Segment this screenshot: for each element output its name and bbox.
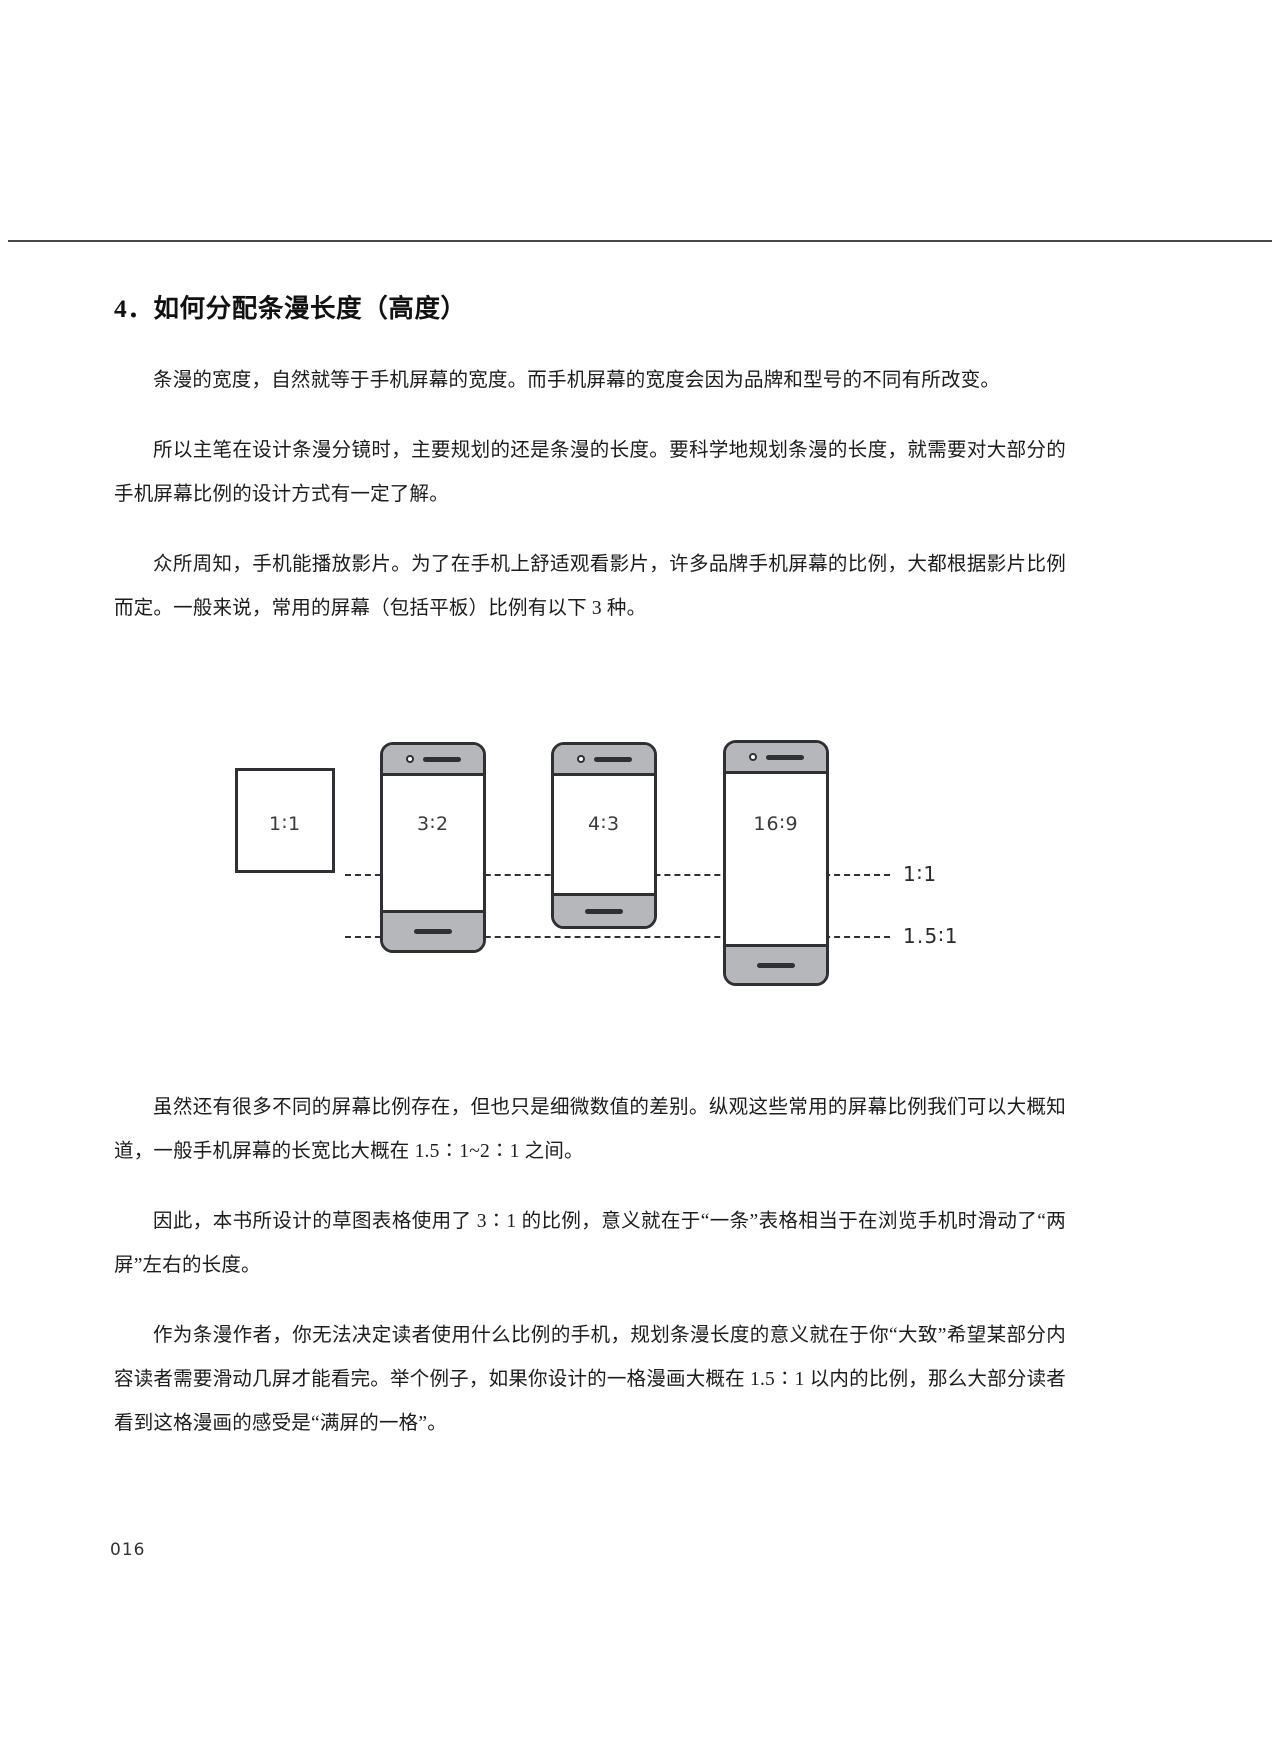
ratio-label-4-3: 4∶3	[587, 813, 621, 835]
lower-text-block: 虽然还有很多不同的屏幕比例存在，但也只是细微数值的差别。纵观这些常用的屏幕比例我…	[114, 1086, 1066, 1472]
guide-label-1-1: 1∶1	[903, 862, 938, 886]
phone-top-bezel	[726, 743, 826, 774]
guide-label-1-5-1: 1.5∶1	[903, 924, 959, 948]
phone-top-bezel	[554, 745, 654, 776]
speaker-icon	[765, 754, 804, 760]
paragraph-3: 众所周知，手机能播放影片。为了在手机上舒适观看影片，许多品牌手机屏幕的比例，大都…	[114, 554, 1066, 619]
home-button-icon	[585, 908, 623, 914]
phone-bottom-bezel	[383, 910, 483, 950]
phone-bottom-bezel	[554, 893, 654, 926]
paragraph-2: 所以主笔在设计条漫分镜时，主要规划的还是条漫的长度。要科学地规划条漫的长度，就需…	[114, 440, 1066, 505]
speaker-icon	[593, 756, 632, 762]
home-button-icon	[414, 929, 452, 934]
shape-phone-4-3: 4∶3	[551, 742, 657, 929]
paragraph-1: 条漫的宽度，自然就等于手机屏幕的宽度。而手机屏幕的宽度会因为品牌和型号的不同有所…	[153, 370, 1001, 391]
camera-icon	[576, 755, 585, 763]
page-number: 016	[110, 1540, 146, 1560]
paragraph-5: 因此，本书所设计的草图表格使用了 3∶1 的比例，意义就在于“一条”表格相当于在…	[114, 1211, 1066, 1276]
ratio-label-1-1: 1∶1	[268, 813, 302, 835]
camera-icon	[405, 755, 414, 763]
ratio-label-16-9: 16∶9	[753, 813, 799, 835]
phone-top-bezel	[383, 745, 483, 776]
upper-text-block: 4．如何分配条漫长度（高度） 条漫的宽度，自然就等于手机屏幕的宽度。而手机屏幕的…	[114, 288, 1066, 657]
speaker-icon	[422, 756, 461, 762]
shape-phone-3-2: 3∶2	[380, 742, 486, 953]
shape-phone-16-9: 16∶9	[723, 740, 829, 986]
page-title: 4．如何分配条漫长度（高度）	[114, 294, 467, 323]
phone-bottom-bezel	[726, 944, 826, 983]
home-button-icon	[757, 962, 795, 968]
paragraph-4: 虽然还有很多不同的屏幕比例存在，但也只是细微数值的差别。纵观这些常用的屏幕比例我…	[114, 1097, 1066, 1162]
shape-square-1-1: 1∶1	[235, 768, 335, 873]
paragraph-6: 作为条漫作者，你无法决定读者使用什么比例的手机，规划条漫长度的意义就在于你“大致…	[114, 1325, 1066, 1434]
camera-icon	[748, 753, 757, 761]
ratio-label-3-2: 3∶2	[416, 813, 450, 835]
screen-ratio-figure: 1∶1 3∶2 4∶3	[0, 700, 1280, 1030]
guide-line-1-5-1	[345, 936, 890, 938]
header-rule	[8, 240, 1272, 242]
